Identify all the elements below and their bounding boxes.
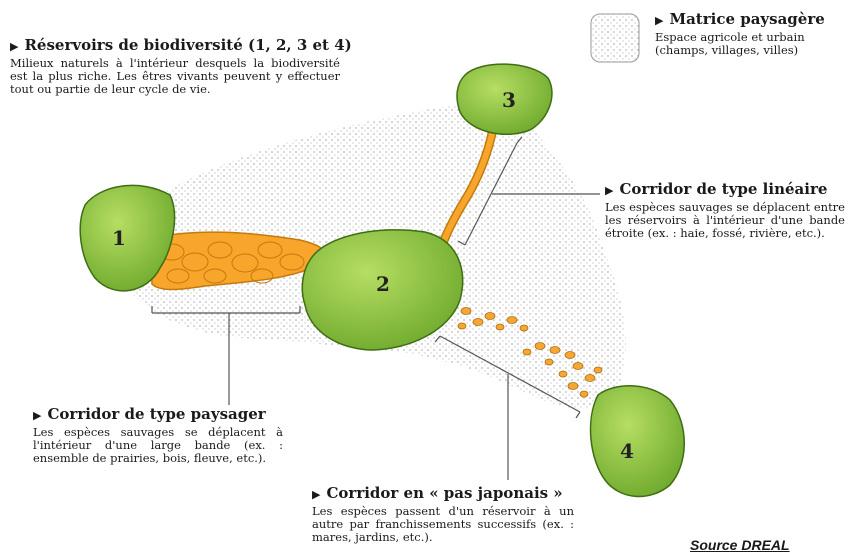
stepping-stone-legend: ▶ Corridor en « pas japonais » Les espèce…: [312, 484, 574, 544]
bullet-arrow-icon: ▶: [605, 184, 613, 197]
reservoir-3: 3: [457, 64, 552, 134]
linear-corridor-desc: Les espèces sauvages se déplacent entre …: [605, 201, 845, 240]
reservoir-4-number: 4: [620, 439, 634, 463]
matrix-desc: Espace agricole et urbain (champs, villa…: [655, 31, 845, 57]
matrix-legend-swatch: [591, 14, 639, 62]
reservoir-3-number: 3: [502, 88, 516, 112]
bullet-arrow-icon: ▶: [312, 488, 320, 501]
landscape-corridor-title: Corridor de type paysager: [47, 405, 265, 423]
reservoirs-legend: ▶Réservoirs de biodiversité (1, 2, 3 et …: [10, 36, 340, 96]
reservoirs-title: Réservoirs de biodiversité (1, 2, 3 et 4…: [24, 36, 351, 54]
reservoir-1-number: 1: [112, 226, 126, 250]
landscape-corridor-legend: ▶ Corridor de type paysager Les espèces s…: [33, 405, 283, 465]
linear-corridor-title: Corridor de type linéaire: [619, 180, 827, 198]
landscape-corridor-desc: Les espèces sauvages se déplacent à l'in…: [33, 426, 283, 465]
reservoir-2-number: 2: [376, 272, 390, 296]
bullet-arrow-icon: ▶: [10, 40, 18, 53]
stepping-stone-desc: Les espèces passent d'un réservoir à un …: [312, 505, 574, 544]
linear-corridor-legend: ▶ Corridor de type linéaire Les espèces s…: [605, 180, 845, 240]
bullet-arrow-icon: ▶: [655, 14, 663, 27]
reservoirs-desc: Milieux naturels à l'intérieur desquels …: [10, 57, 340, 96]
matrix-title: Matrice paysagère: [669, 10, 824, 28]
source-credit: Source DREAL: [690, 537, 790, 553]
bullet-arrow-icon: ▶: [33, 409, 41, 422]
matrix-legend: ▶ Matrice paysagère Espace agricole et ur…: [655, 10, 845, 57]
reservoir-4: 4: [591, 386, 685, 497]
stepping-stone-title: Corridor en « pas japonais »: [326, 484, 562, 502]
